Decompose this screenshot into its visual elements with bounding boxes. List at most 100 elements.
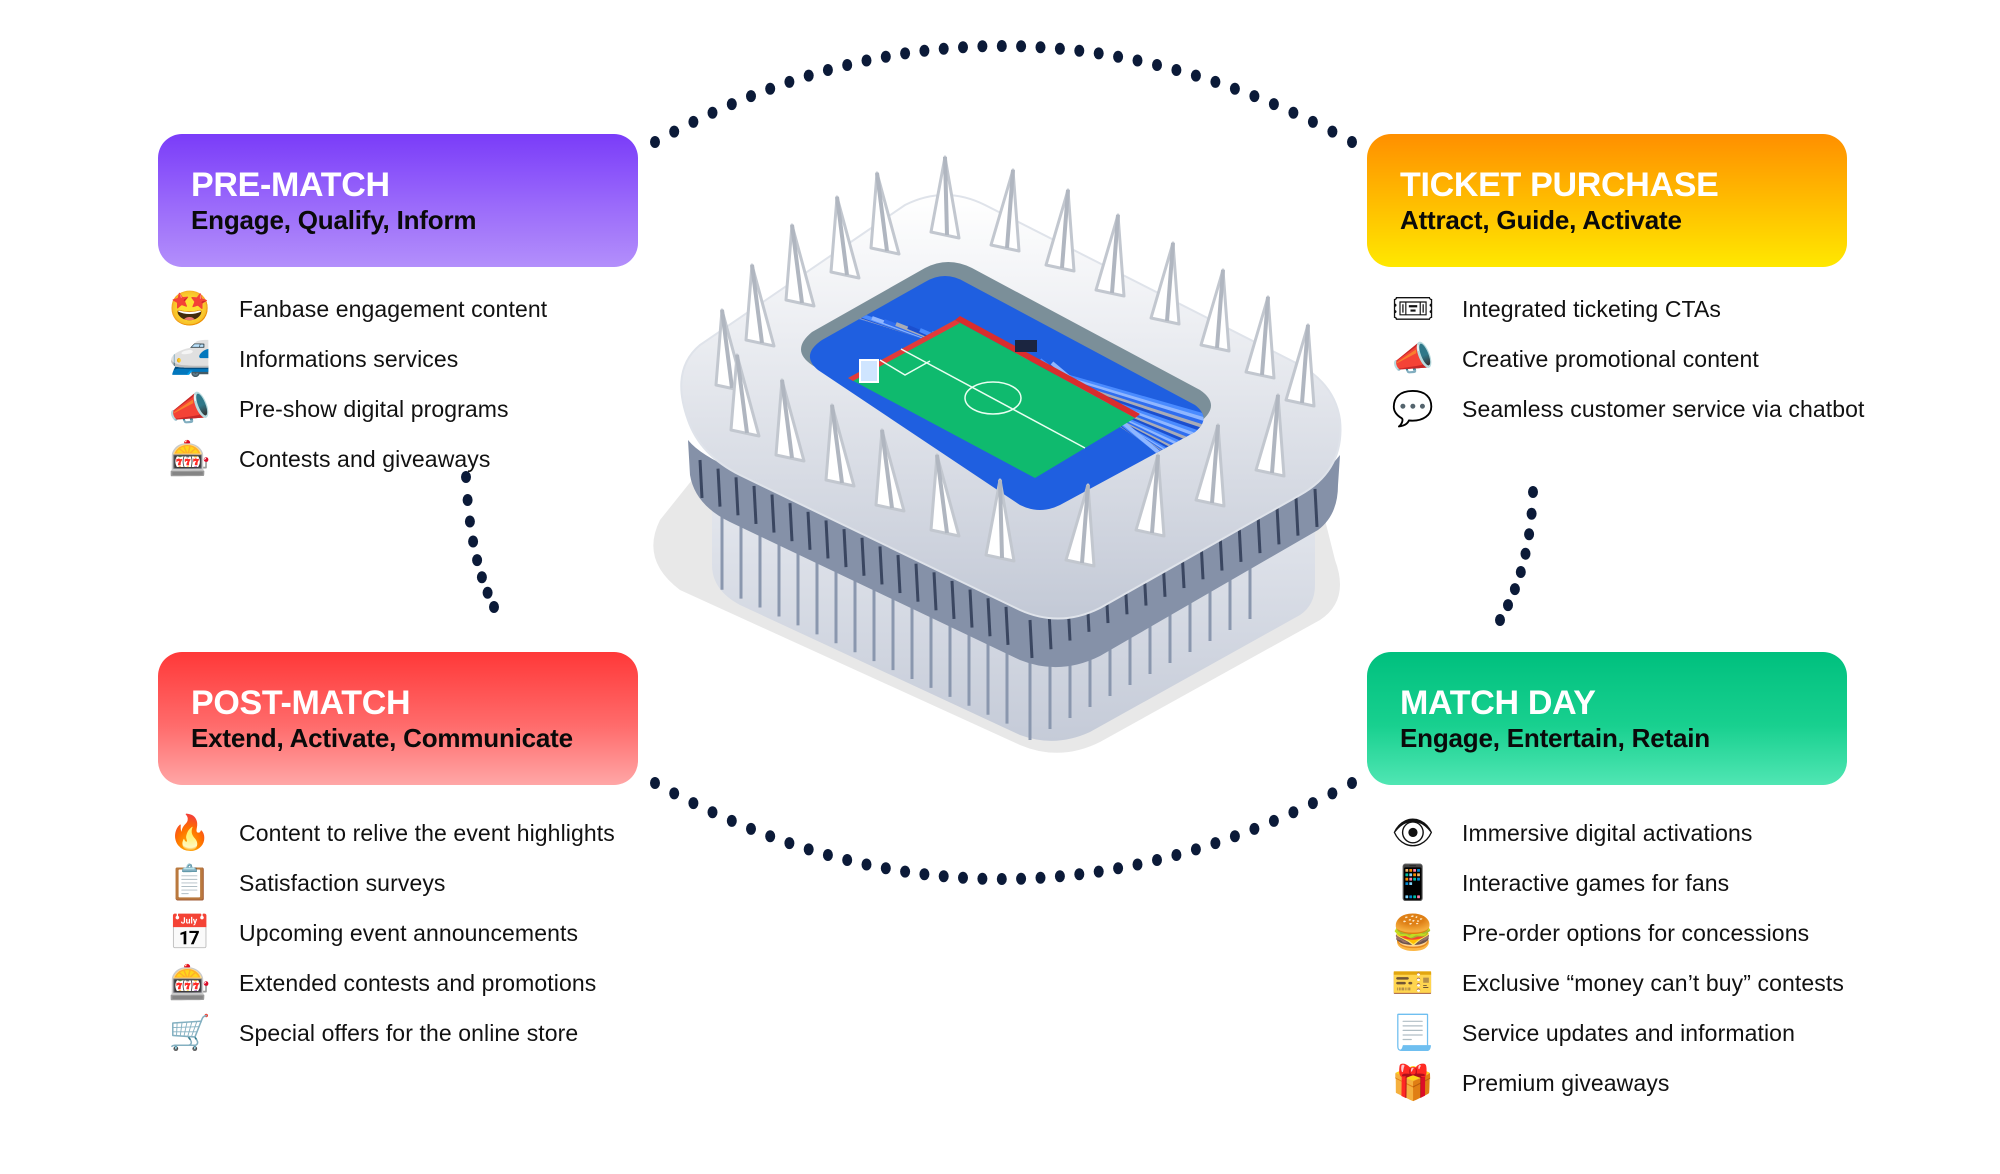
eye-icon: 👁 (1391, 813, 1435, 853)
connector-dot-top (765, 82, 776, 95)
connector-dot-right (1515, 566, 1526, 578)
list-item: 📱Interactive games for fans (1390, 858, 1844, 908)
connector-dot-bottom (900, 865, 911, 878)
connector-dot-left (464, 515, 475, 528)
list-item-label: Upcoming event announcements (239, 919, 579, 946)
connector-dot-top (1113, 50, 1124, 63)
connector-dot-bottom (842, 854, 853, 866)
connector-dot-top (938, 42, 949, 55)
roof-truss-spine (780, 379, 794, 459)
connector-dot-left (462, 494, 473, 506)
connector-dot-top (1268, 98, 1279, 111)
connector-dot-top (1152, 59, 1162, 71)
band-rib (878, 546, 884, 585)
connector-dot-right (1524, 528, 1535, 541)
megaphone-icon: 📣 (1391, 339, 1435, 379)
gift-icon: 🎁 (1391, 1063, 1435, 1103)
connector-dot-top (1249, 90, 1260, 103)
pitch-markings (879, 348, 1086, 449)
match-day-feature-list: 👁Immersive digital activations 📱Interact… (1390, 808, 1844, 1108)
roof-truss-spine (1110, 214, 1120, 294)
band-rib (788, 503, 794, 542)
connector-dot-top (1035, 41, 1046, 54)
roof-truss (1149, 241, 1181, 326)
connector-dot-bottom (1190, 843, 1201, 856)
band-rib (824, 520, 830, 559)
list-item: 🎰Extended contests and promotions (167, 958, 615, 1008)
list-item: 🛒Special offers for the online store (167, 1008, 615, 1058)
roof-truss-spine (735, 354, 749, 434)
connector-dot-bottom (746, 822, 756, 835)
pre-match-card: PRE-MATCH Engage, Qualify, Inform (158, 134, 638, 267)
roof-truss-spine (1215, 269, 1225, 349)
roof-truss-spine (1060, 189, 1070, 269)
connector-dot-right (1509, 583, 1520, 596)
hamburger-icon: 🍔 (1391, 913, 1435, 953)
connector-dot-right (1520, 547, 1531, 560)
list-item: 📅Upcoming event announcements (167, 908, 615, 958)
connector-dot-bottom (726, 814, 737, 827)
list-item: 🎟Integrated ticketing CTAs (1390, 284, 1865, 334)
roof-truss-spine (875, 172, 889, 252)
band-rib (770, 494, 776, 533)
connector-dot-bottom (784, 837, 795, 850)
connector-dot-top (1229, 82, 1240, 95)
connector-dot-right (1528, 486, 1538, 498)
band-rib (896, 554, 902, 594)
connector-dot-top (1347, 136, 1357, 148)
roof-truss-spine (880, 429, 894, 509)
pre-match-title: PRE-MATCH (191, 166, 390, 204)
connector-dot-top (822, 64, 833, 76)
connector-dot-top (1210, 75, 1221, 88)
list-item-label: Premium giveaways (1462, 1069, 1670, 1096)
scoreboard (1015, 340, 1037, 352)
band-rib (752, 485, 758, 524)
connector-dot-top (726, 98, 737, 111)
connector-dot-top (1054, 42, 1065, 55)
connector-dot-top (958, 41, 968, 54)
connector-dot-bottom (958, 871, 968, 884)
fire-icon: 🔥 (168, 813, 212, 853)
connector-dot-bottom (1054, 870, 1065, 883)
band-rib (986, 598, 992, 637)
roof-truss-spine (1080, 484, 1090, 564)
list-item: 🍔Pre-order options for concessions (1390, 908, 1844, 958)
connector-dot-bottom (1249, 822, 1260, 835)
connector-dot-left (489, 601, 499, 613)
band-rib (734, 477, 740, 516)
list-item-label: Creative promotional content (1462, 345, 1759, 372)
roof-truss (1199, 268, 1231, 353)
connector-dot-bottom (1035, 871, 1046, 884)
connector-dot-bottom (669, 787, 680, 800)
list-item-label: Special offers for the online store (239, 1019, 579, 1046)
list-item: 📋Satisfaction surveys (167, 858, 615, 908)
list-item-label: Satisfaction surveys (239, 869, 446, 896)
connector-dot-bottom (1347, 777, 1357, 789)
list-item-label: Contests and giveaways (239, 445, 491, 472)
band-rib (1275, 506, 1281, 545)
connector-dot-top (1190, 69, 1201, 82)
band-rib (1294, 497, 1300, 536)
connector-dot-bottom (880, 862, 891, 875)
roof-truss-spine (935, 454, 949, 534)
ticket-purchase-title: TICKET PURCHASE (1400, 166, 1719, 204)
connector-dot-left (472, 554, 483, 567)
connector-dot-top (803, 69, 814, 82)
list-item-label: Integrated ticketing CTAs (1462, 295, 1722, 322)
connector-dot-bottom (919, 868, 930, 881)
dotted-arcs (461, 40, 1538, 885)
band-rib (1313, 488, 1319, 527)
connector-dot-bottom (822, 849, 833, 861)
list-item-label: Extended contests and promotions (239, 969, 597, 996)
connector-dot-top (1132, 54, 1143, 67)
connector-dot-top (669, 125, 680, 138)
band-rib (860, 537, 866, 576)
band-rib (842, 529, 848, 568)
goal (859, 359, 879, 383)
connector-dot-bottom (938, 870, 949, 883)
roof-truss (1244, 295, 1276, 380)
connector-dot-bottom (1016, 872, 1027, 885)
connector-dot-top (919, 44, 930, 57)
